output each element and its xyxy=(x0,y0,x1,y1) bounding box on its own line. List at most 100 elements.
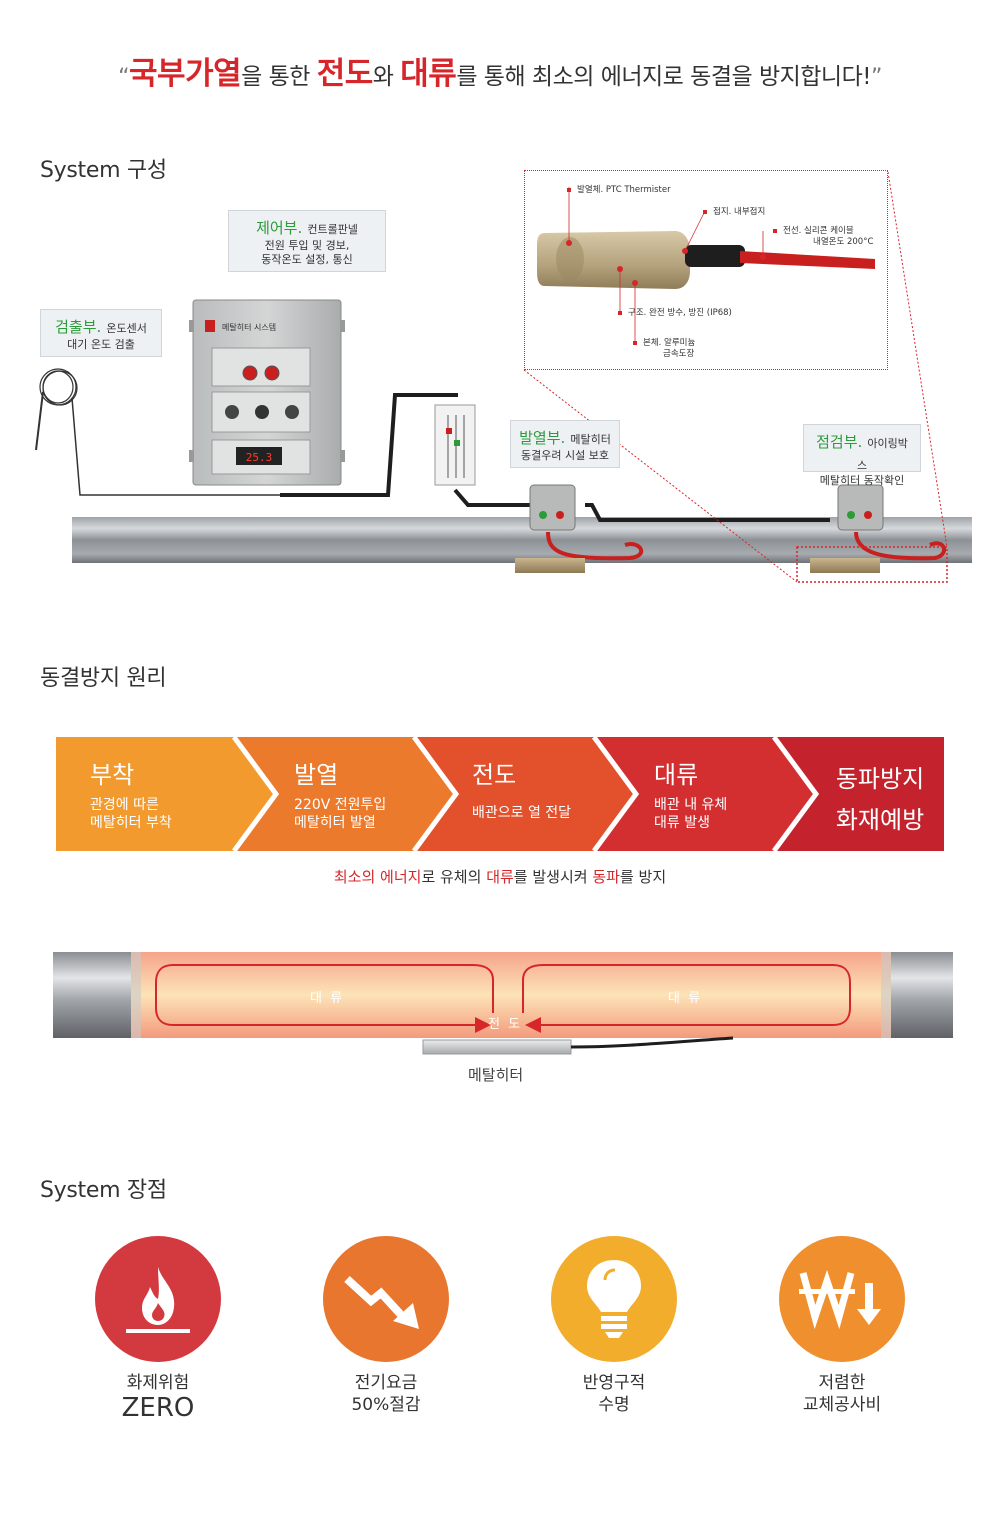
callout-check: 점검부. 아이링박스 메탈히터 동작확인 xyxy=(803,424,921,487)
caption-text-1: 로 유체의 xyxy=(421,868,487,886)
detail-label-ground: 접지. 내부접지 xyxy=(703,205,765,217)
detail-label-structure: 구조. 완전 방수, 방진 (IP68) xyxy=(618,306,732,318)
callout-check-head: 점검부. xyxy=(816,433,863,451)
callout-control-desc-2: 동작온도 설정, 통신 xyxy=(261,253,353,267)
callout-sensor-head: 검출부. xyxy=(55,318,102,336)
system-title: System 구성 xyxy=(40,158,167,183)
detail-label-wire-desc: 실리콘 케이블 xyxy=(804,226,854,236)
headline-text-2: 와 xyxy=(372,64,401,90)
detail-label-ground-name: 접지. xyxy=(713,207,732,217)
step-conduction-desc: 배관으로 열 전달 xyxy=(472,805,572,821)
detail-label-body-desc-2: 금속도장 xyxy=(663,349,695,360)
step-attach-desc-1: 관경에 따른 xyxy=(90,797,159,813)
junction-box xyxy=(434,404,476,486)
step-convection-desc-2: 대류 발생 xyxy=(654,815,710,832)
panel-label: 메탈히터 시스템 xyxy=(222,322,276,332)
advantage-cost: 저렴한 교체공사비 xyxy=(767,1236,917,1416)
step-conduction-title: 전도 xyxy=(472,761,517,789)
callout-control-desc-1: 전원 투입 및 경보, xyxy=(264,238,350,252)
close-quote: ” xyxy=(870,65,882,90)
caption-freeze: 동파 xyxy=(592,868,620,886)
caption-text-2: 를 발생시켜 xyxy=(513,868,593,886)
advantage-fire-line-2: ZERO xyxy=(121,1393,195,1424)
advantage-electricity-line-1: 전기요금 xyxy=(354,1373,418,1393)
callout-check-name: 아이링박스 xyxy=(856,437,908,472)
won-down-icon xyxy=(779,1236,905,1362)
step-conduction: 전도 배관으로 열 전달 xyxy=(472,755,571,822)
step-result-title-2: 화재예방 xyxy=(835,806,925,834)
temperature-sensor xyxy=(35,368,280,496)
advantage-cost-line-1: 저렴한 xyxy=(818,1373,866,1393)
flame-icon xyxy=(95,1236,221,1362)
callout-heater-head: 발열부. xyxy=(519,429,566,447)
pipe xyxy=(72,517,972,563)
step-attach-desc-2: 메탈히터 부착 xyxy=(90,815,172,832)
callout-sensor-desc: 대기 온도 검출 xyxy=(67,337,135,351)
callout-heater-name: 메탈히터 xyxy=(570,433,611,446)
advantage-fire-line-1: 화제위험 xyxy=(126,1373,190,1393)
headline-local-heating: 국부가열 xyxy=(129,56,242,92)
heater-detail-illustration xyxy=(537,187,875,343)
step-heat-desc-2: 메탈히터 발열 xyxy=(294,815,376,832)
control-panel: 25.3 메탈히터 시스템 xyxy=(189,299,345,486)
detail-label-wire-desc-2: 내열온도 200°C xyxy=(813,237,874,248)
advantage-cost-line-2: 교체공사비 xyxy=(802,1395,882,1416)
detail-label-body-name: 본체. xyxy=(643,338,662,348)
headline: “국부가열을 통한 전도와 대류를 통해 최소의 에너지로 동결을 방지합니다!… xyxy=(0,48,1000,93)
principle-title: 동결방지 원리 xyxy=(40,666,167,691)
advantage-electricity-line-2: 50%절감 xyxy=(351,1395,421,1416)
convection-label-right: 대 류 xyxy=(668,991,703,1006)
advantage-fire: 화제위험 ZERO xyxy=(83,1236,233,1423)
panel-display: 25.3 xyxy=(246,451,273,464)
cables xyxy=(280,393,830,522)
headline-text-3: 를 통해 최소의 에너지로 동결을 방지합니다! xyxy=(456,64,871,90)
ilring-box-2 xyxy=(810,484,946,573)
step-heat: 발열 220V 전원투입 메탈히터 발열 xyxy=(294,755,386,832)
system-diagram: 25.3 메탈히터 시스템 xyxy=(35,171,972,583)
flow-arrows xyxy=(56,737,944,851)
principle-flow: 부착 관경에 따른 메탈히터 부착 발열 220V 전원투입 메탈히터 발열 전… xyxy=(56,737,944,851)
detail-label-ground-desc: 내부접지 xyxy=(734,207,766,217)
step-attach-title: 부착 xyxy=(90,761,135,789)
advantage-lifespan-line-1: 반영구적 xyxy=(582,1373,646,1393)
caption-min-energy: 최소의 에너지 xyxy=(333,868,422,886)
step-heat-title: 발열 xyxy=(294,761,339,789)
metal-heater-label: 메탈히터 xyxy=(468,1066,524,1084)
detail-label-element: 발열체. PTC Thermister xyxy=(567,183,671,195)
callout-check-desc: 메탈히터 동작확인 xyxy=(819,474,905,488)
callout-sensor: 검출부. 온도센서 대기 온도 검출 xyxy=(40,309,162,357)
light-bulb-icon xyxy=(551,1236,677,1362)
callout-heater-desc: 동결우려 시설 보호 xyxy=(521,448,609,462)
detail-label-structure-name: 구조. xyxy=(628,308,647,318)
ilring-box-1 xyxy=(515,484,644,573)
callout-control-name: 컨트롤판넬 xyxy=(307,223,358,236)
detail-label-element-name: 발열체. xyxy=(577,185,604,195)
detail-label-wire-name: 전선. xyxy=(783,226,802,236)
conduction-label: 전 도 xyxy=(488,1017,523,1032)
step-attach: 부착 관경에 따른 메탈히터 부착 xyxy=(90,755,172,832)
step-result-title-1: 동파방지 xyxy=(835,765,925,793)
open-quote: “ xyxy=(118,65,130,90)
detail-label-body-desc: 알루미늄 xyxy=(664,338,696,348)
caption-convection: 대류 xyxy=(486,868,514,886)
headline-text-1: 을 통한 xyxy=(241,64,317,90)
headline-conduction: 전도 xyxy=(316,56,374,92)
step-convection-title: 대류 xyxy=(654,761,699,789)
callout-control-head: 제어부. xyxy=(256,219,303,237)
step-convection: 대류 배관 내 유체 대류 발생 xyxy=(654,755,727,832)
detail-label-element-desc: PTC Thermister xyxy=(605,185,671,195)
convection-label-left: 대 류 xyxy=(310,991,345,1006)
down-trend-arrow-icon xyxy=(323,1236,449,1362)
advantage-electricity: 전기요금 50%절감 xyxy=(311,1236,461,1416)
principle-caption: 최소의 에너지로 유체의 대류를 발생시켜 동파를 방지 xyxy=(0,866,1000,887)
heater-detail-box: 발열체. PTC Thermister 접지. 내부접지 전선. 실리콘 케이블… xyxy=(524,170,888,370)
step-heat-desc-1: 220V 전원투입 xyxy=(294,797,387,813)
detail-label-structure-desc: 완전 방수, 방진 (IP68) xyxy=(649,308,732,318)
headline-convection: 대류 xyxy=(400,56,457,92)
advantage-lifespan: 반영구적 수명 xyxy=(539,1236,689,1416)
callout-heater: 발열부. 메탈히터 동결우려 시설 보호 xyxy=(510,420,620,468)
step-convection-desc-1: 배관 내 유체 xyxy=(654,797,728,813)
caption-text-3: 를 방지 xyxy=(619,868,667,886)
